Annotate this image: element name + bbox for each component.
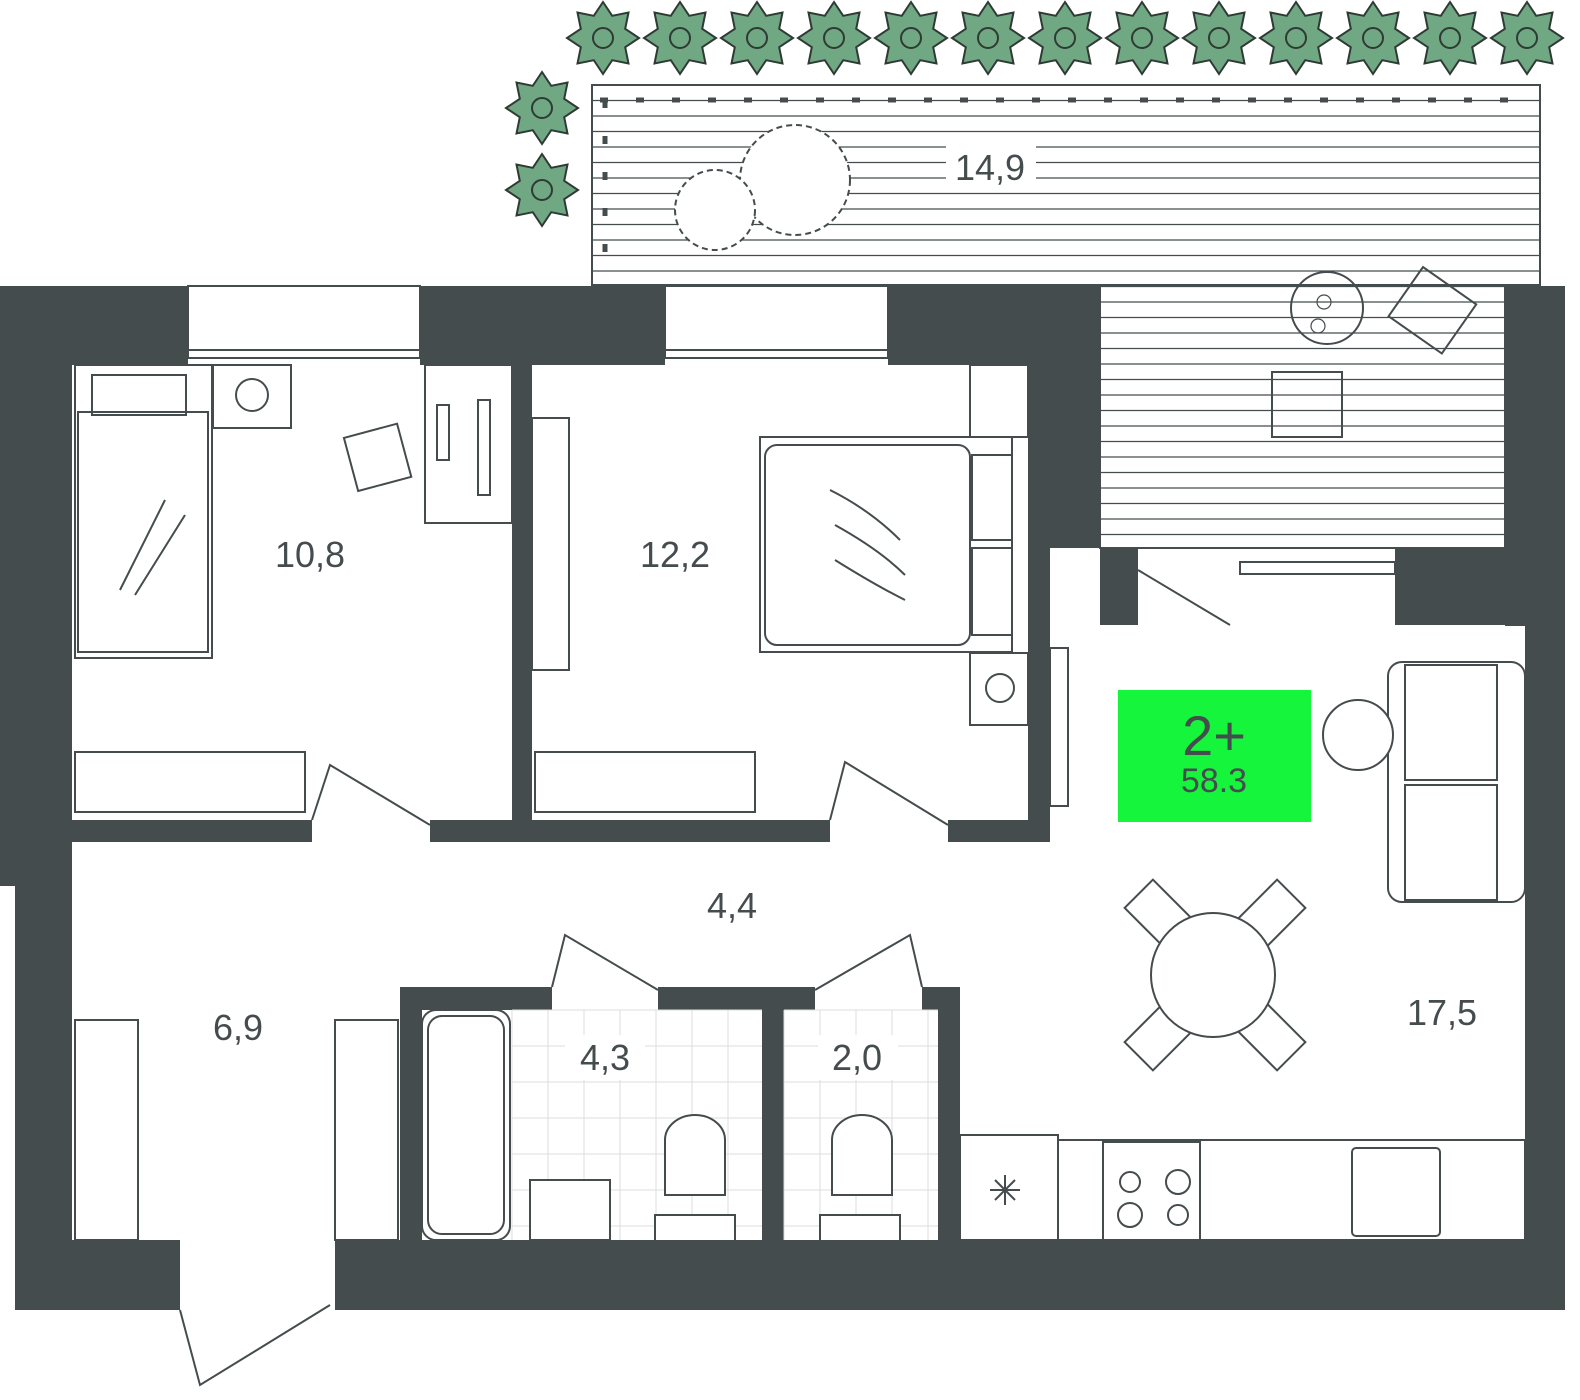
area-terrace: 14,9 (955, 147, 1025, 188)
hedge-plants (504, 0, 1565, 228)
sofa-icon (1387, 661, 1526, 903)
area-bathroom: 4,3 (580, 1037, 630, 1078)
plant-icon (642, 0, 718, 76)
tv-icon (1049, 647, 1069, 807)
plant-icon (504, 152, 580, 228)
doors (179, 569, 1231, 1387)
toilet-icon (654, 1114, 736, 1240)
plant-icon (1181, 0, 1257, 76)
toilet-icon (819, 1114, 901, 1240)
tree-icon (674, 124, 851, 251)
plant-icon (1027, 0, 1103, 76)
area-bedroom-2: 12,2 (640, 534, 710, 575)
area-labels: 14,9 10,8 12,2 4,4 6,9 4,3 2,0 17,5 (213, 145, 1477, 1080)
area-bedroom-1: 10,8 (275, 534, 345, 575)
plant-icon (504, 70, 580, 146)
plant-icon (1104, 0, 1180, 76)
area-corridor: 4,4 (707, 885, 757, 926)
plant-icon (1258, 0, 1334, 76)
double-bed-icon (759, 436, 1013, 653)
fridge-icon (959, 1134, 1059, 1241)
windows (187, 285, 1396, 575)
washbasin-icon (529, 1179, 611, 1241)
wardrobe-icon (74, 751, 756, 1241)
bed-icon (74, 364, 213, 659)
terrace-furniture-icon (1271, 265, 1478, 438)
area-kitchen-living: 17,5 (1407, 992, 1477, 1033)
nightstand-icon (212, 364, 292, 429)
plant-icon (1335, 0, 1411, 76)
bathtub-icon (421, 1009, 511, 1241)
stove-icon (1102, 1141, 1201, 1241)
dining-table-icon (1123, 878, 1307, 1072)
terrace-deck (591, 84, 1541, 549)
badge-total-area: 58.3 (1181, 762, 1247, 800)
plant-icon (796, 0, 872, 76)
area-toilet: 2,0 (832, 1037, 882, 1078)
plant-icon (1412, 0, 1488, 76)
plant-icon (873, 0, 949, 76)
apartment-badge: 2+ 58.3 (1118, 690, 1311, 822)
desk-icon (424, 364, 513, 524)
walls (0, 286, 1565, 1310)
plant-icon (565, 0, 641, 76)
plant-icon (719, 0, 795, 76)
plant-icon (1489, 0, 1565, 76)
badge-rooms: 2+ (1182, 704, 1246, 767)
sink-icon (1351, 1147, 1441, 1237)
plant-icon (950, 0, 1026, 76)
area-hall: 6,9 (213, 1007, 263, 1048)
furniture (74, 364, 1526, 1241)
